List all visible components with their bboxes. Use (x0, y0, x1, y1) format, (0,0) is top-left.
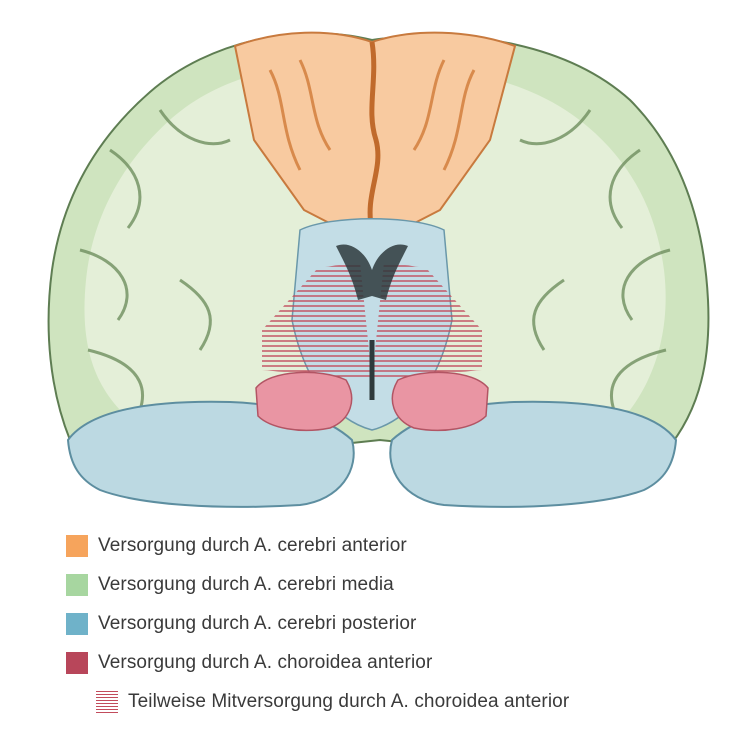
partial-choroidea-hatched-region-right (372, 262, 482, 380)
legend-label: Versorgung durch A. cerebri media (98, 574, 394, 595)
legend-label: Versorgung durch A. cerebri posterior (98, 613, 417, 634)
legend-label: Versorgung durch A. cerebri anterior (98, 535, 407, 556)
swatch-orange (66, 535, 88, 557)
legend-item-anterior: Versorgung durch A. cerebri anterior (66, 534, 726, 558)
anterior-midline-fissure (367, 41, 381, 231)
cortical-gyri (79, 109, 671, 411)
swatch-blue (66, 613, 88, 635)
legend-label: Teilweise Mitversorgung durch A. choroid… (128, 691, 570, 712)
legend: Versorgung durch A. cerebri anterior Ver… (66, 534, 726, 729)
swatch-green (66, 574, 88, 596)
choroidea-anterior-territory-left (255, 371, 353, 432)
choroidea-anterior-territory-right (391, 371, 489, 432)
partial-choroidea-hatched-region (262, 262, 372, 380)
swatch-red (66, 652, 88, 674)
legend-item-posterior: Versorgung durch A. cerebri posterior (66, 612, 726, 636)
legend-item-partial-choroidea: Teilweise Mitversorgung durch A. choroid… (96, 690, 726, 714)
anterior-gyri (268, 59, 476, 171)
legend-label: Versorgung durch A. choroidea anterior (98, 652, 433, 673)
legend-item-choroidea: Versorgung durch A. choroidea anterior (66, 651, 726, 675)
brain-coronal-section-illustration (47, 31, 710, 508)
swatch-hatched (96, 691, 118, 713)
lateral-ventricles (336, 244, 408, 300)
legend-item-media: Versorgung durch A. cerebri media (66, 573, 726, 597)
